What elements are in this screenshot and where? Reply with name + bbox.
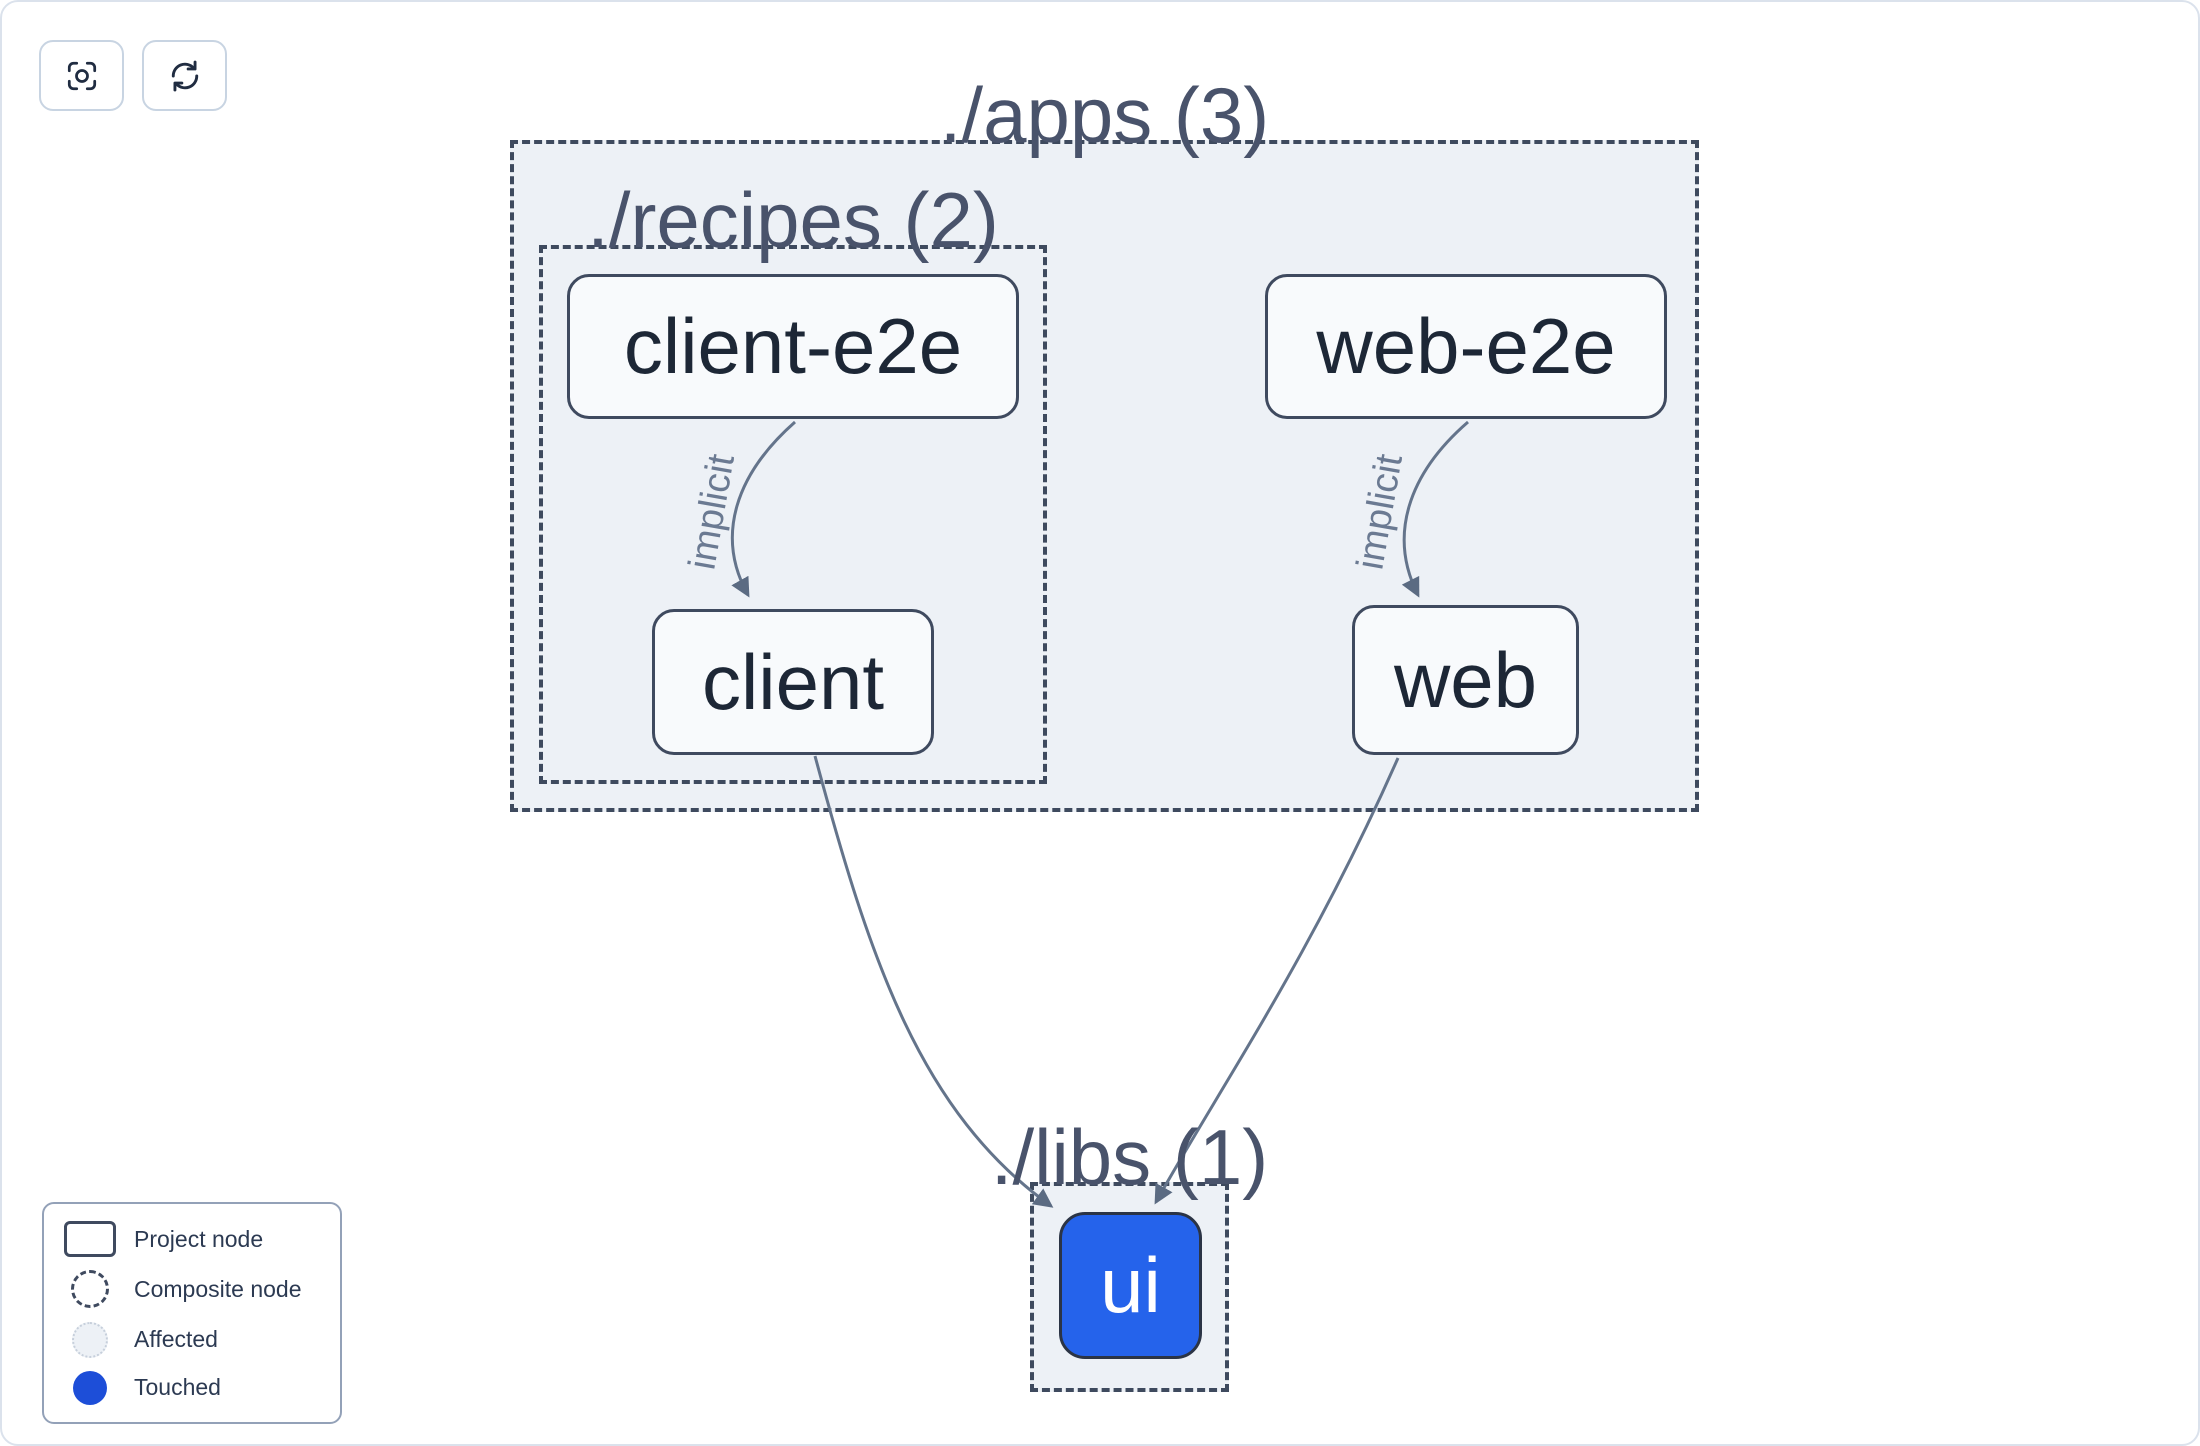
container-label-recipes: ./recipes (2): [587, 176, 999, 264]
project-node-client-e2e[interactable]: client-e2e: [567, 274, 1019, 419]
container-label-apps: ./apps (3): [939, 71, 1270, 159]
refresh-graph-button[interactable]: [142, 40, 227, 111]
legend-label: Touched: [134, 1374, 221, 1401]
project-node-web-e2e[interactable]: web-e2e: [1265, 274, 1667, 419]
node-label: ui: [1100, 1241, 1161, 1329]
touched-swatch: [58, 1370, 122, 1405]
edge-label-implicit-web: implicit: [1349, 451, 1411, 573]
project-node-ui[interactable]: ui: [1059, 1212, 1202, 1359]
graph-toolbar: [39, 40, 227, 111]
node-label: client-e2e: [623, 302, 963, 390]
legend-label: Project node: [134, 1225, 264, 1252]
legend-label: Affected: [134, 1326, 218, 1353]
composite-node-swatch: [58, 1270, 122, 1309]
container-label-libs: ./libs (1): [990, 1113, 1269, 1201]
refresh-icon: [171, 60, 198, 91]
project-node-web[interactable]: web: [1352, 605, 1579, 755]
center-graph-button[interactable]: [39, 40, 124, 111]
edge-web-e2e-to-web[interactable]: [1401, 420, 1469, 598]
legend-label: Composite node: [134, 1275, 302, 1302]
project-node-client[interactable]: client: [652, 609, 934, 755]
edge-client-to-ui[interactable]: [813, 755, 1054, 1208]
legend-item-composite-node: Composite node: [44, 1270, 340, 1309]
node-label: client: [701, 637, 885, 726]
edge-client-e2e-to-client[interactable]: [730, 420, 796, 598]
legend-item-touched: Touched: [44, 1370, 340, 1405]
node-label: web-e2e: [1316, 302, 1616, 390]
project-node-swatch: [58, 1221, 122, 1258]
node-label: web: [1393, 635, 1538, 724]
edge-web-to-ui[interactable]: [1154, 757, 1400, 1205]
focus-icon: [67, 61, 96, 90]
affected-swatch: [58, 1321, 122, 1358]
legend-item-project-node: Project node: [44, 1221, 340, 1258]
legend-item-affected: Affected: [44, 1321, 340, 1358]
legend-panel: Project node Composite node Affected Tou…: [42, 1202, 342, 1424]
